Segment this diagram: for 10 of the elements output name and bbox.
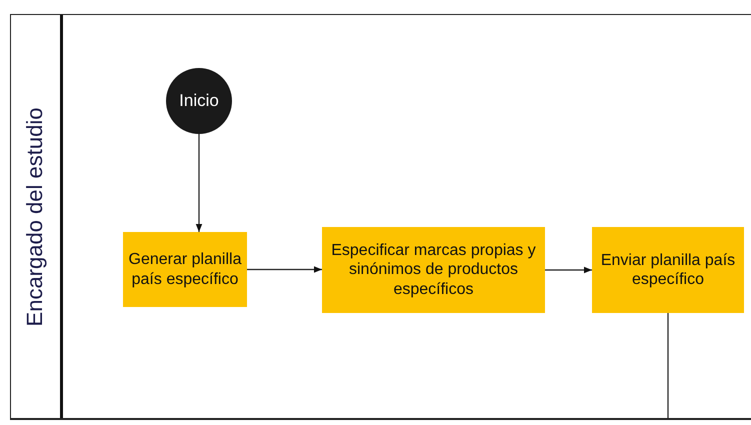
arrow	[545, 266, 592, 274]
process-box: Enviar planilla país específico	[592, 227, 744, 313]
swimlane	[10, 14, 751, 420]
arrow	[247, 266, 322, 273]
arrow	[196, 134, 202, 232]
lane-label: Encargado del estudio	[22, 106, 48, 328]
process-box: Generar planilla país específico	[123, 232, 247, 307]
process-box: Especificar marcas propias y sinónimos de productos específicos	[322, 227, 545, 313]
connector-line	[667, 313, 669, 418]
start-circle: Inicio	[166, 68, 232, 134]
